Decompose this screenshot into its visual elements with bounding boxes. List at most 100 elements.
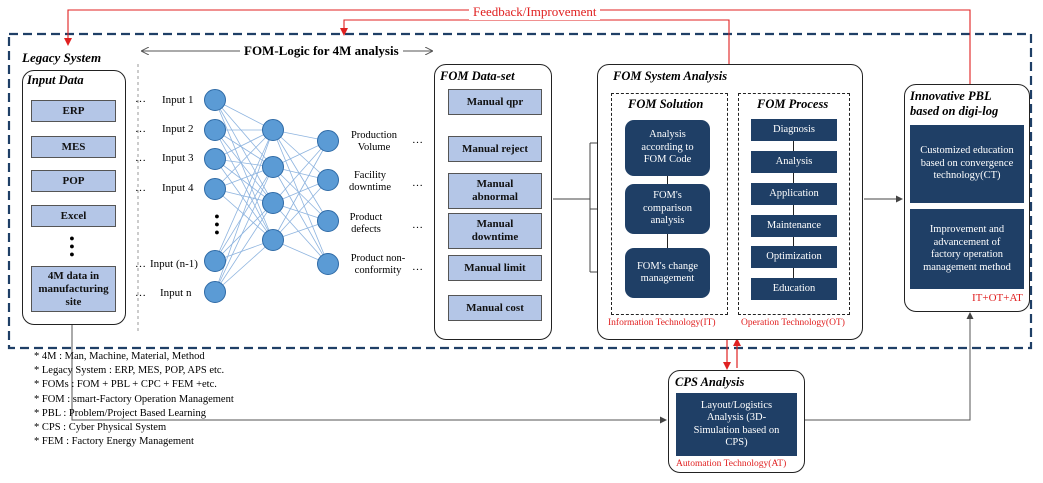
- network-edge: [214, 129, 274, 204]
- note-fom: * FOM : smart-Factory Operation Manageme…: [34, 393, 234, 405]
- network-node-layer-1: [204, 119, 226, 141]
- network-edge: [214, 129, 274, 190]
- network-edge: [272, 166, 329, 222]
- pbl-title-line2: based on digi-log: [910, 104, 999, 118]
- process-maintenance: Maintenance: [751, 215, 837, 237]
- legacy-item-mes: MES: [31, 136, 116, 158]
- process-optimization: Optimization: [751, 246, 837, 268]
- solution-comparison-analysis: FOM's comparison analysis: [625, 184, 710, 234]
- feedback-line-inner: [340, 19, 730, 64]
- pbl-customized-education: Customized education based on convergenc…: [910, 125, 1024, 203]
- solution-analysis-fom-code: Analysis according to FOM Code: [625, 120, 710, 176]
- input-label-3: Input 3: [162, 152, 194, 164]
- network-edge: [214, 129, 274, 241]
- network-edge: [272, 129, 329, 181]
- network-edge: [214, 99, 274, 204]
- network-node-layer-2: [262, 229, 284, 251]
- input-dots-2: …: [135, 123, 146, 135]
- output-label-production-volume: Production Volume: [350, 130, 398, 153]
- pbl-improvement-method: Improvement and advancement of factory o…: [910, 209, 1024, 289]
- note-legacy: * Legacy System : ERP, MES, POP, APS etc…: [34, 365, 225, 377]
- dataset-manual-qpr: Manual qpr: [448, 89, 542, 115]
- network-edge: [214, 202, 274, 293]
- network-vertical-dots: ●●●: [214, 211, 220, 237]
- network-edge: [272, 166, 329, 265]
- dataset-manual-cost: Manual cost: [448, 295, 542, 321]
- output-label-product-nonconformity: Product non-conformity: [350, 253, 406, 276]
- network-edge: [214, 99, 274, 241]
- process-footer: Operation Technology(OT): [741, 318, 845, 328]
- network-edge: [214, 202, 274, 262]
- input-dots-1: …: [135, 93, 146, 105]
- input-label-n-1: Input (n-1): [150, 258, 198, 270]
- network-node-layer-3: [317, 210, 339, 232]
- network-node-layer-2: [262, 119, 284, 141]
- pbl-title-line1: Innovative PBL: [910, 89, 992, 103]
- note-cps: * CPS : Cyber Physical System: [34, 422, 167, 434]
- input-label-4: Input 4: [162, 182, 194, 194]
- fom-process-title: FOM Process: [757, 97, 829, 111]
- network-node-layer-2: [262, 192, 284, 214]
- network-node-layer-1: [204, 148, 226, 170]
- network-edge: [214, 239, 274, 293]
- legacy-to-cps-line: [71, 325, 667, 424]
- network-node-layer-1: [204, 178, 226, 200]
- legacy-item-4m-data: 4M data in manufacturing site: [31, 266, 116, 312]
- network-node-layer-3: [317, 169, 339, 191]
- dataset-manual-reject: Manual reject: [448, 136, 542, 162]
- input-label-n: Input n: [160, 287, 192, 299]
- input-data-title: Input Data: [27, 73, 84, 87]
- network-edge: [214, 129, 274, 262]
- output-dots-4: …: [412, 261, 423, 273]
- cps-analysis-title: CPS Analysis: [675, 375, 745, 389]
- input-dots-4: …: [135, 182, 146, 194]
- network-edge: [272, 179, 329, 241]
- network-edge: [214, 166, 274, 262]
- legacy-item-erp: ERP: [31, 100, 116, 122]
- fom-solution-frame: [611, 93, 728, 315]
- cps-footer: Automation Technology(AT): [676, 459, 787, 469]
- note-foms: * FOMs : FOM + PBL + CPC + FEM +etc.: [34, 379, 217, 391]
- fom-dataset-title: FOM Data-set: [440, 69, 515, 83]
- network-edge: [214, 158, 274, 241]
- fom-logic-label: FOM-Logic for 4M analysis: [240, 43, 403, 59]
- output-label-facility-downtime: Facility downtime: [349, 170, 391, 193]
- process-education: Education: [751, 278, 837, 300]
- dataset-manual-downtime: Manual downtime: [448, 213, 542, 249]
- legacy-item-pop: POP: [31, 170, 116, 192]
- solution-footer: Information Technology(IT): [608, 318, 716, 328]
- fom-frame: [7, 32, 1033, 350]
- cps-layout-logistics-analysis: Layout/Logistics Analysis (3D-Simulation…: [676, 393, 797, 456]
- input-dots-5: …: [135, 258, 146, 270]
- cps-to-pbl-line: [804, 312, 974, 421]
- network-node-layer-3: [317, 130, 339, 152]
- network-edge: [272, 140, 329, 241]
- fom-solution-title: FOM Solution: [628, 97, 704, 111]
- network-node-layer-1: [204, 89, 226, 111]
- network-edge: [272, 140, 329, 204]
- output-dots-1: …: [412, 134, 423, 146]
- process-diagnosis: Diagnosis: [751, 119, 837, 141]
- input-dots-3: …: [135, 152, 146, 164]
- output-label-product-defects: Product defects: [349, 212, 383, 235]
- dataset-manual-limit: Manual limit: [448, 255, 542, 281]
- output-dots-2: …: [412, 177, 423, 189]
- network-node-layer-1: [204, 281, 226, 303]
- note-fem: * FEM : Factory Energy Management: [34, 436, 194, 448]
- process-connector: [793, 130, 794, 290]
- note-pbl: * PBL : Problem/Project Based Learning: [34, 407, 206, 419]
- pbl-footer: IT+OT+AT: [972, 292, 1023, 304]
- network-nodes: [204, 89, 339, 303]
- fom-process-frame: [738, 93, 850, 315]
- network-edge: [272, 202, 329, 265]
- output-dots-3: …: [412, 219, 423, 231]
- input-label-1: Input 1: [162, 94, 194, 106]
- legacy-item-excel: Excel: [31, 205, 116, 227]
- feedback-label: Feedback/Improvement: [469, 4, 601, 20]
- solution-change-management: FOM's change management: [625, 248, 710, 298]
- network-edge: [272, 129, 329, 265]
- network-node-layer-3: [317, 253, 339, 275]
- network-edge: [214, 166, 274, 293]
